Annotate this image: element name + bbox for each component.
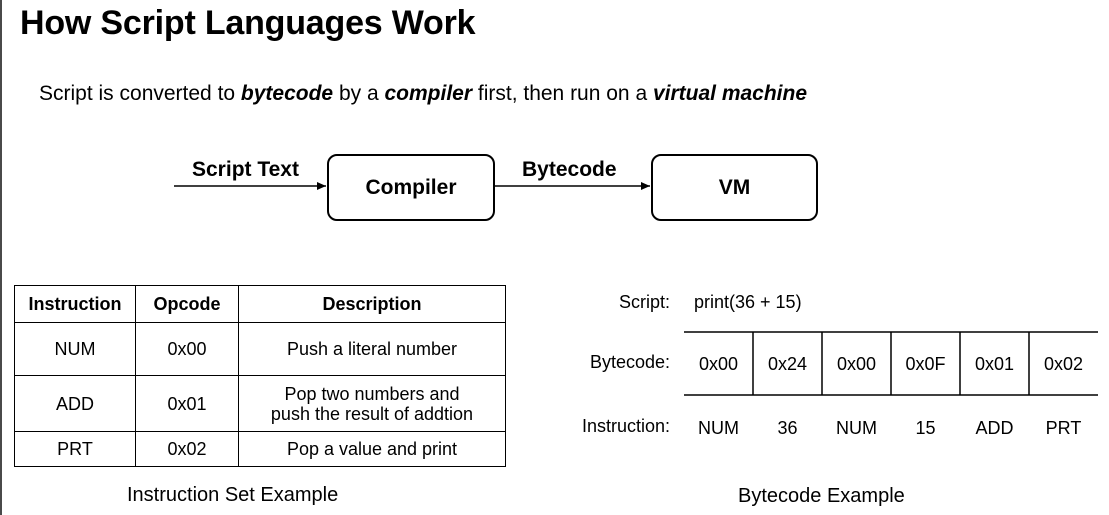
subtitle-bytecode-emphasis: bytecode bbox=[240, 82, 334, 105]
bytecode-example-caption: Bytecode Example bbox=[738, 485, 905, 507]
bytecode-cell: 0x01 bbox=[974, 354, 1015, 374]
bytecode-cell: 0x00 bbox=[698, 354, 739, 374]
vm-box: VM bbox=[651, 154, 818, 221]
instruction-set-caption: Instruction Set Example bbox=[127, 484, 339, 506]
table-cell: 0x01 bbox=[135, 375, 239, 432]
instruction-set-table: Instruction Opcode Description NUM 0x00 … bbox=[14, 285, 506, 467]
slide-title: How Script Languages Work bbox=[20, 4, 476, 42]
subtitle-text-1: Script is converted to bbox=[39, 82, 241, 105]
table-row: NUM 0x00 Push a literal number bbox=[14, 322, 506, 376]
bytecode-label: Bytecode: bbox=[589, 352, 670, 372]
script-label: Script: bbox=[618, 292, 670, 312]
instruction-cell: NUM bbox=[836, 418, 877, 438]
header-instruction: Instruction bbox=[14, 285, 136, 323]
subtitle-compiler-emphasis: compiler bbox=[384, 82, 473, 105]
bytecode-cell: 0x24 bbox=[767, 354, 808, 374]
table-cell: 0x02 bbox=[135, 431, 239, 467]
table-cell: NUM bbox=[14, 322, 136, 376]
table-cell: Push a literal number bbox=[238, 322, 506, 376]
compiler-box: Compiler bbox=[327, 154, 495, 221]
bytecode-cell: 0x0F bbox=[905, 354, 946, 374]
subtitle-text-3: first, then run on a bbox=[472, 82, 653, 105]
subtitle-vm-emphasis: virtual machine bbox=[652, 82, 808, 105]
script-value: print(36 + 15) bbox=[694, 292, 802, 312]
instruction-cell: 15 bbox=[915, 418, 936, 438]
script-text-label: Script Text bbox=[192, 158, 299, 181]
table-header-row: Instruction Opcode Description bbox=[14, 285, 506, 323]
bytecode-flow-label: Bytecode bbox=[522, 158, 617, 181]
table-cell: PRT bbox=[14, 431, 136, 467]
table-row: PRT 0x02 Pop a value and print bbox=[14, 431, 506, 467]
table-cell: 0x00 bbox=[135, 322, 239, 376]
table-row: ADD 0x01 Pop two numbers and push the re… bbox=[14, 375, 506, 432]
instruction-cell: ADD bbox=[975, 418, 1014, 438]
slide-left-border bbox=[0, 0, 2, 515]
instruction-cell: 36 bbox=[777, 418, 798, 438]
bytecode-cell: 0x02 bbox=[1043, 354, 1084, 374]
slide-subtitle: Script is converted to bytecode by a com… bbox=[39, 82, 807, 106]
instruction-cell: PRT bbox=[1045, 418, 1082, 438]
instruction-cell: NUM bbox=[698, 418, 739, 438]
header-opcode: Opcode bbox=[135, 285, 239, 323]
table-cell: ADD bbox=[14, 375, 136, 432]
subtitle-text-2: by a bbox=[333, 82, 385, 105]
bytecode-cell: 0x00 bbox=[836, 354, 877, 374]
table-cell: Pop a value and print bbox=[238, 431, 506, 467]
table-cell: Pop two numbers and push the result of a… bbox=[238, 375, 506, 432]
instruction-label: Instruction: bbox=[581, 416, 670, 436]
header-description: Description bbox=[238, 285, 506, 323]
